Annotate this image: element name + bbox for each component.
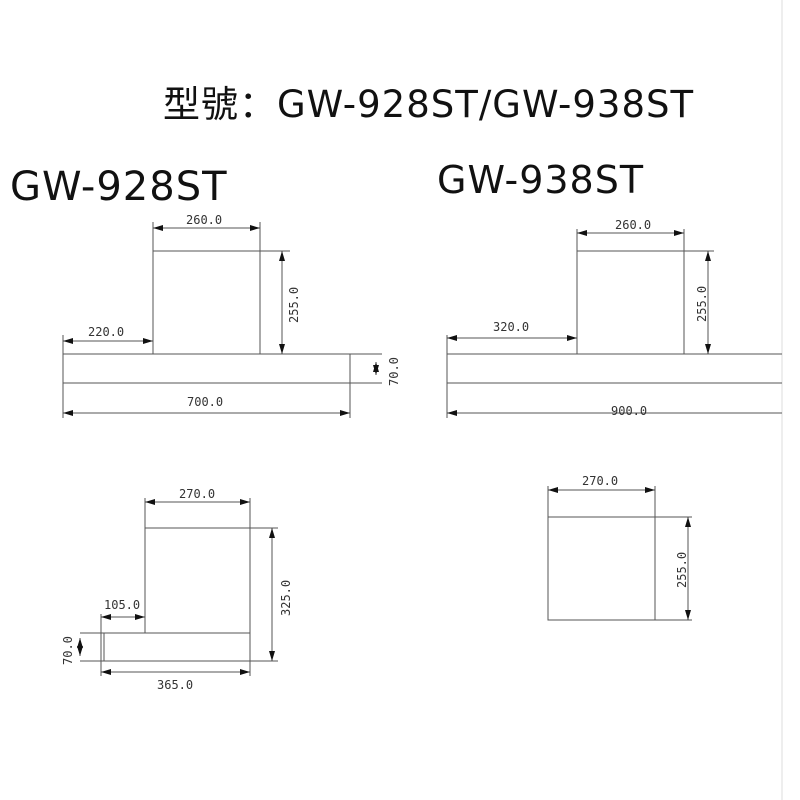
dim-label: 365.0	[157, 678, 193, 692]
model-title-938: GW-938ST	[437, 158, 645, 202]
dim-label: 255.0	[287, 287, 301, 323]
dim-label: 900.0	[611, 404, 647, 418]
side-view-928: 270.0 325.0 105.0 70.0 365.0	[61, 487, 293, 692]
dim-label: 260.0	[615, 218, 651, 232]
dim-label: 260.0	[186, 213, 222, 227]
page-title: 型號：GW-928ST/GW-938ST	[163, 83, 695, 126]
dim-label: 325.0	[279, 580, 293, 616]
side-view-938: 270.0 255.0	[547, 474, 692, 621]
dim-label: 255.0	[695, 286, 709, 322]
dim-label: 220.0	[88, 325, 124, 339]
dim-label: 70.0	[61, 636, 75, 665]
dim-label: 270.0	[179, 487, 215, 501]
front-view-928: 260.0 255.0 220.0 70.0 700.0	[62, 213, 401, 418]
dim-label: 105.0	[104, 598, 140, 612]
dim-label: 255.0	[675, 552, 689, 588]
front-view-938: 260.0 255.0 320.0 900.0	[446, 218, 782, 418]
dim-label: 320.0	[493, 320, 529, 334]
dim-label: 700.0	[187, 395, 223, 409]
model-title-928: GW-928ST	[10, 164, 228, 210]
dim-label: 270.0	[582, 474, 618, 488]
dim-label: 70.0	[387, 357, 401, 386]
